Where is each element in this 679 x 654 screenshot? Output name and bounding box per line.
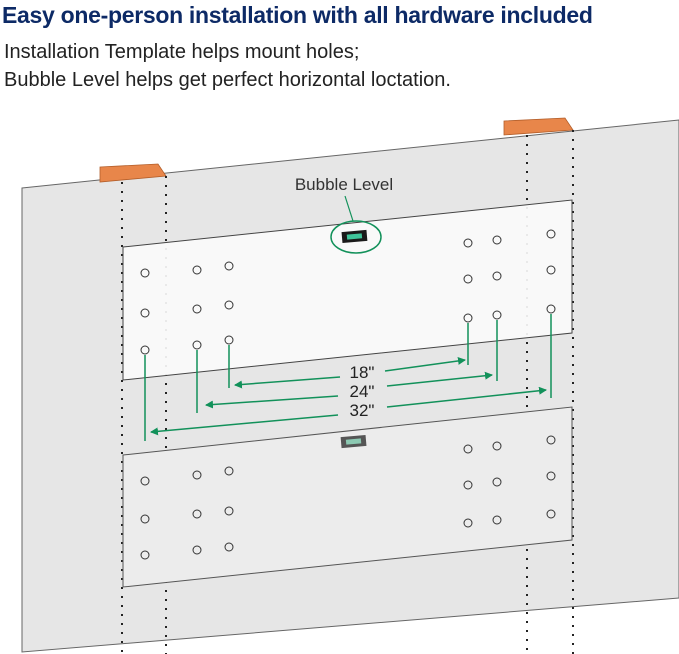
mounting-hole — [546, 435, 556, 445]
mounting-hole — [492, 271, 502, 281]
mounting-hole — [224, 261, 234, 271]
mounting-hole — [224, 506, 234, 516]
mounting-hole — [546, 229, 556, 239]
mounting-hole — [140, 268, 150, 278]
mounting-hole — [546, 265, 556, 275]
mounting-hole — [546, 509, 556, 519]
stud-lines — [121, 130, 574, 654]
dimension-32: 32" — [350, 401, 375, 420]
mounting-holes — [140, 229, 556, 560]
mounting-hole — [492, 235, 502, 245]
bubble-level-label: Bubble Level — [295, 175, 393, 194]
mounting-hole — [140, 550, 150, 560]
mounting-hole — [546, 471, 556, 481]
dimension-18: 18" — [350, 363, 375, 382]
mounting-hole — [140, 345, 150, 355]
mounting-hole — [192, 545, 202, 555]
mounting-hole — [492, 441, 502, 451]
bubble-level-lower — [340, 434, 367, 449]
mounting-hole — [192, 304, 202, 314]
mounting-hole — [192, 340, 202, 350]
description-line-1: Installation Template helps mount holes; — [4, 41, 360, 63]
mounting-hole — [192, 470, 202, 480]
mounting-hole — [140, 514, 150, 524]
template-lower — [122, 406, 573, 588]
description-line-2: Bubble Level helps get perfect horizonta… — [4, 69, 451, 91]
mounting-hole — [463, 313, 473, 323]
mounting-hole — [463, 444, 473, 454]
mounting-hole — [463, 480, 473, 490]
mounting-hole — [224, 542, 234, 552]
headline: Easy one-person installation with all ha… — [2, 2, 593, 28]
mounting-hole — [224, 466, 234, 476]
mounting-hole — [140, 476, 150, 486]
mounting-hole — [192, 509, 202, 519]
mounting-hole — [463, 274, 473, 284]
mounting-hole — [192, 265, 202, 275]
mounting-hole — [463, 238, 473, 248]
dimension-24: 24" — [350, 382, 375, 401]
template-upper — [122, 199, 573, 381]
dimension-arrows — [150, 356, 547, 436]
mounting-hole — [492, 515, 502, 525]
mounting-hole — [140, 308, 150, 318]
mounting-hole — [492, 310, 502, 320]
mounting-hole — [224, 300, 234, 310]
guide-lines — [144, 314, 552, 441]
mounting-hole — [546, 304, 556, 314]
bubble-level-upper — [330, 195, 382, 254]
mounting-hole — [463, 518, 473, 528]
mounting-hole — [224, 335, 234, 345]
mounting-hole — [492, 477, 502, 487]
